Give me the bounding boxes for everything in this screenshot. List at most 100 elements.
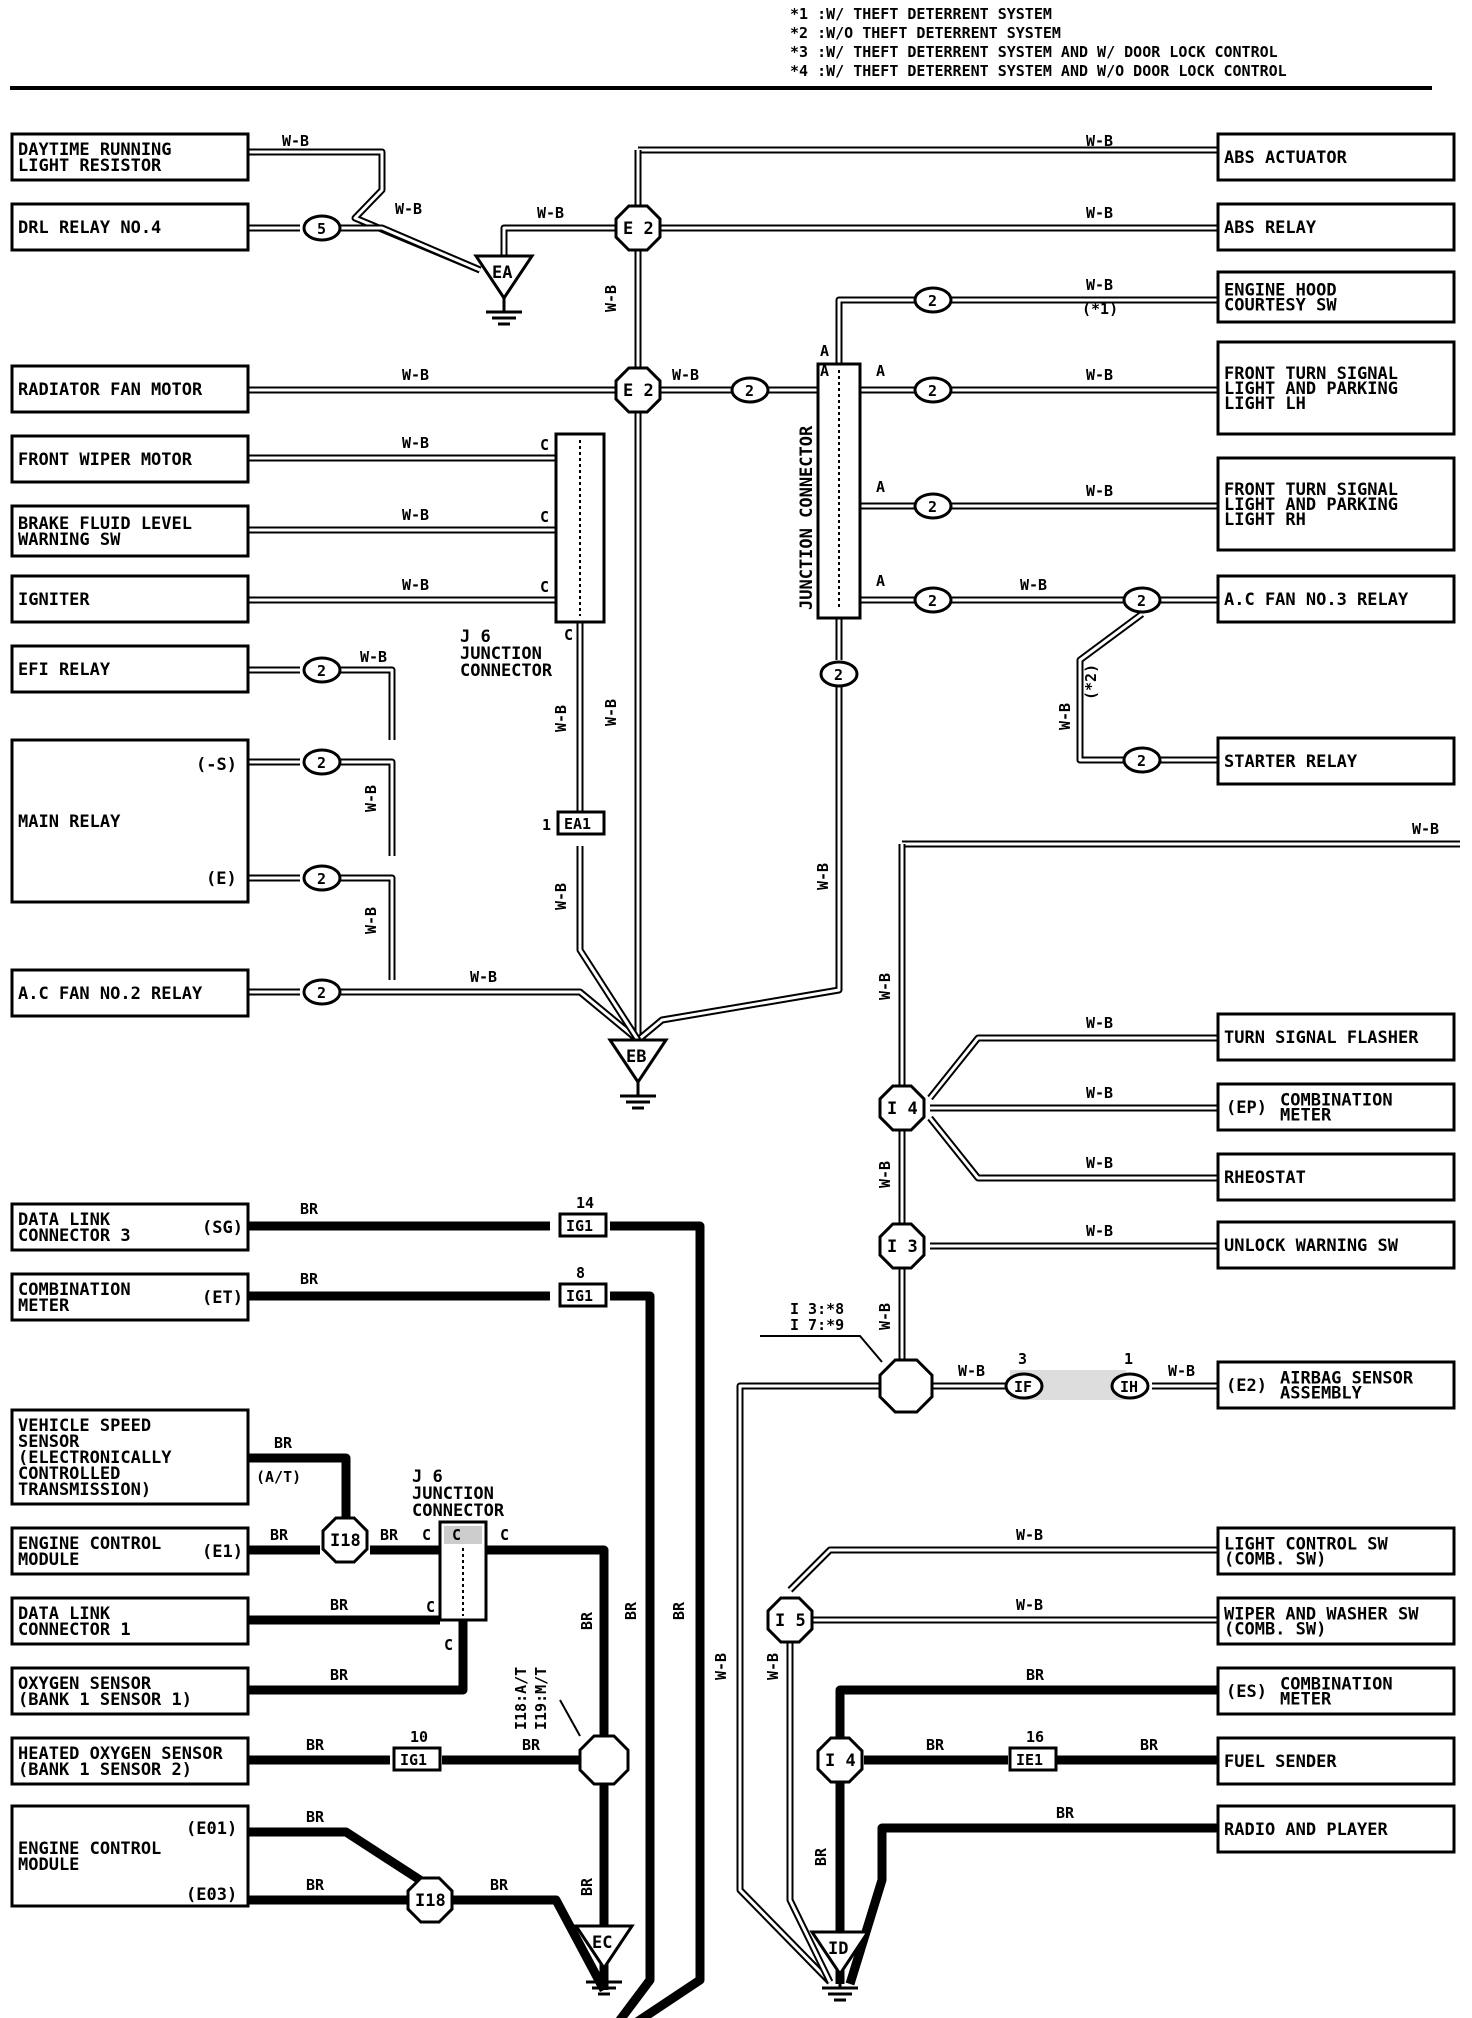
vss-label: (ELECTRONICALLY: [18, 1448, 172, 1468]
wire-color-label: W-B: [1086, 204, 1113, 222]
j6-top-pin-c: C: [540, 508, 549, 526]
wire-color-label: BR: [306, 1808, 325, 1826]
brake-fluid-label: BRAKE FLUID LEVEL: [18, 514, 192, 534]
wire-o2: [248, 1620, 468, 1695]
wire-color-label: W-B: [362, 785, 380, 812]
drl-resistor-box: [10, 132, 250, 182]
wire-jc-hood: [835, 296, 920, 364]
wire-color-label: BR: [300, 1270, 319, 1288]
j6-bottom-pin-c: C: [426, 1598, 435, 1616]
dlc1-label: CONNECTOR 1: [18, 1620, 131, 1640]
jc-pin-a: A: [876, 362, 885, 380]
wire-color-label: W-B: [1086, 1084, 1113, 1102]
wire-color-label: BR: [380, 1526, 399, 1544]
wire-flasher: [927, 1034, 1218, 1101]
wire-color-label: W-B: [360, 648, 387, 666]
ac-fan2-box: [10, 968, 250, 1018]
efi-relay-label: EFI RELAY: [18, 660, 111, 680]
wire-color-label: W-B: [395, 200, 422, 218]
wire-color-label: W-B: [712, 1653, 730, 1680]
wire-color-label: W-B: [402, 434, 429, 452]
unlock-sw-box: [1216, 1220, 1456, 1270]
dlc1-box: [10, 1596, 250, 1646]
splice-i18-upper: [321, 1516, 369, 1564]
note-4: *4 :W/ THEFT DETERRENT SYSTEM AND W/O DO…: [790, 62, 1287, 80]
j6-bottom-pin-c: C: [500, 1526, 509, 1544]
front-wiper-label: FRONT WIPER MOTOR: [18, 450, 193, 470]
rheostat-box: [1216, 1152, 1456, 1202]
wire-color-label: W-B: [1086, 1154, 1113, 1172]
conn-ig1-10-pin: 10: [410, 1728, 428, 1746]
conn-ig1-14-pin: 14: [576, 1194, 594, 1212]
j6-bottom-line3: CONNECTOR: [412, 1501, 505, 1521]
wire-color-label: W-B: [1016, 1596, 1043, 1614]
wire-color-label: BR: [274, 1434, 293, 1452]
wire-color-label: BR: [812, 1847, 830, 1866]
wire-color-label: W-B: [402, 506, 429, 524]
wire-i18-ec: [452, 1895, 608, 1993]
ecm2-box: [10, 1804, 250, 1908]
wire-acfan2: [340, 988, 641, 1043]
wire-color-label: BR: [578, 1877, 596, 1896]
jc-pin-a: A: [876, 478, 885, 496]
wire-color-label: W-B: [1086, 1222, 1113, 1240]
wire-color-label: W-B: [282, 132, 309, 150]
conn-ih-pin: 1: [1124, 1350, 1133, 1368]
starter-relay-label: STARTER RELAY: [1224, 752, 1358, 772]
comb-meter-es-label: METER: [1280, 1690, 1332, 1710]
header-notes: *1 :W/ THEFT DETERRENT SYSTEM *2 :W/O TH…: [790, 5, 1287, 80]
ground-ec: [573, 1924, 635, 1971]
wire-color-label: W-B: [362, 907, 380, 934]
vss-label: CONTROLLED: [18, 1464, 120, 1484]
splice-i3: [878, 1222, 926, 1270]
ho2-b1s2-label: HEATED OXYGEN SENSOR: [18, 1744, 223, 1764]
wire-color-label: BR: [926, 1736, 945, 1754]
wire-color-label: BR: [622, 1601, 640, 1620]
ecm2-pin-e01: (E01): [186, 1819, 237, 1839]
j6-top-line2: JUNCTION: [460, 644, 542, 664]
wire-color-label: W-B: [672, 366, 699, 384]
ho2-b1s2-box: [10, 1736, 250, 1786]
i18-at-note: I18:A/T: [512, 1667, 530, 1730]
splice-airbag: [878, 1358, 934, 1414]
wire-color-label: W-B: [876, 1303, 894, 1330]
note-1: *1 :W/ THEFT DETERRENT SYSTEM: [790, 5, 1052, 23]
conn-jc-2-label: 2: [928, 592, 937, 610]
comb-meter-ep-label: METER: [1280, 1106, 1332, 1126]
j6-top-line3: CONNECTOR: [460, 661, 553, 681]
wire-vss: [248, 1453, 351, 1518]
ho2-b1s2-label: (BANK 1 SENSOR 2): [18, 1760, 192, 1780]
airbag-label: ASSEMBLY: [1280, 1384, 1363, 1404]
wire-color-label: BR: [306, 1736, 325, 1754]
wire-color-label: W-B: [1168, 1362, 1195, 1380]
conn-if: [1004, 1372, 1044, 1400]
splice-i5: [766, 1596, 814, 1644]
wire-color-label: W-B: [1086, 132, 1113, 150]
turn-rh-box: [1216, 456, 1456, 552]
igniter-label: IGNITER: [18, 590, 90, 610]
conn-ig1-10: [392, 1746, 442, 1772]
airbag-box: [1216, 1360, 1456, 1410]
wire-drl-relay: [340, 224, 482, 274]
conn-ig1-8-label: IG1: [566, 1287, 593, 1305]
conn-ig1-14-label: IG1: [566, 1217, 593, 1235]
vss-label: VEHICLE SPEED: [18, 1416, 151, 1436]
comb-meter-ep-label: COMBINATION: [1280, 1091, 1393, 1111]
conn-jc-bottom-2-label: 2: [834, 666, 843, 684]
conn-acfan2-2-label: 2: [317, 984, 326, 1002]
front-wiper-box: [10, 434, 250, 484]
wire-color-label: BR: [330, 1596, 349, 1614]
splice-leader: [760, 1335, 883, 1363]
conn-main-s-2: [302, 748, 342, 776]
splice-i18-upper-label: I18: [330, 1531, 361, 1551]
igniter-box: [10, 574, 250, 624]
wire-ea-e2: [500, 224, 615, 256]
junction-connector-label: JUNCTION CONNECTOR: [797, 425, 817, 610]
wire-sp-id-core: [738, 1384, 880, 1984]
ground-ea: [473, 254, 535, 301]
splice-e2-top-label: E 2: [623, 219, 654, 239]
wire-i5-id-core: [788, 1640, 832, 1983]
wire-color-label: W-B: [958, 1362, 985, 1380]
rheostat-label: RHEOSTAT: [1224, 1168, 1306, 1188]
conn-acfan3-2: [1122, 586, 1162, 614]
